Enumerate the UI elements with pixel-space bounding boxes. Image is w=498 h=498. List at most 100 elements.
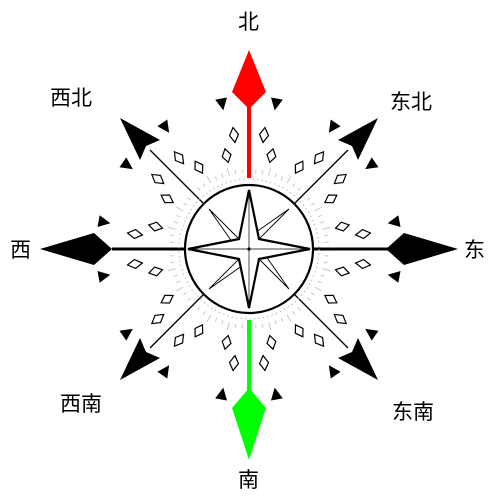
diamond-mark xyxy=(258,126,270,144)
diamond-mark xyxy=(221,334,232,351)
diamond-mark xyxy=(126,258,144,270)
southeast-arrowhead xyxy=(338,338,378,380)
tick-mark xyxy=(314,206,322,212)
diamond-mark xyxy=(323,294,338,304)
tick-mark xyxy=(197,187,201,192)
label-south: 南 xyxy=(238,468,259,492)
diamond-mark xyxy=(258,354,270,372)
outer-tick-ring xyxy=(165,165,333,333)
triangle-marks xyxy=(97,97,401,401)
diamond-mark xyxy=(147,266,164,277)
diamond-mark xyxy=(334,266,351,277)
tick-mark xyxy=(226,167,230,176)
triangle-mark xyxy=(328,365,341,379)
southwest-shaft xyxy=(149,293,205,349)
tick-mark xyxy=(234,323,237,328)
tick-mark xyxy=(310,202,315,206)
tick-mark xyxy=(183,292,188,296)
tick-mark xyxy=(173,221,178,224)
diamond-mark xyxy=(334,221,351,232)
triangle-mark xyxy=(119,328,133,341)
tick-mark xyxy=(202,183,206,188)
diamond-mark xyxy=(194,323,204,338)
tick-mark xyxy=(274,173,277,178)
triangle-mark xyxy=(328,119,341,133)
diamond-mark xyxy=(354,228,372,240)
diamond-mark xyxy=(150,313,165,325)
east-arrowhead xyxy=(386,233,458,265)
diamond-mark xyxy=(354,258,372,270)
west-arrowhead xyxy=(40,233,112,265)
tick-mark xyxy=(234,170,237,175)
tick-mark xyxy=(221,173,224,178)
tick-mark xyxy=(323,261,328,264)
diamond-mark xyxy=(313,150,325,165)
northwest-arrowhead xyxy=(120,118,160,160)
label-southwest: 西南 xyxy=(60,392,102,416)
triangle-mark xyxy=(157,365,170,379)
tick-mark xyxy=(167,226,176,230)
tick-mark xyxy=(187,297,192,301)
tick-mark xyxy=(221,320,224,325)
tick-mark xyxy=(286,314,292,322)
diamond-mark xyxy=(323,194,338,204)
label-northwest: 西北 xyxy=(50,86,92,110)
tick-mark xyxy=(176,286,184,292)
tick-mark xyxy=(323,234,328,237)
north-arrowhead xyxy=(232,50,266,109)
tick-mark xyxy=(214,176,218,181)
diamond-mark xyxy=(221,147,232,164)
tick-mark xyxy=(167,268,176,272)
tick-mark xyxy=(170,234,175,237)
triangle-mark xyxy=(97,215,111,228)
triangle-mark xyxy=(365,157,379,170)
tick-mark xyxy=(183,202,188,206)
diamond-mark xyxy=(228,354,240,372)
tick-mark xyxy=(317,280,322,284)
tick-mark xyxy=(176,214,181,218)
tick-mark xyxy=(197,306,201,311)
tick-mark xyxy=(202,310,206,315)
tick-mark xyxy=(214,317,218,322)
tick-mark xyxy=(173,274,178,277)
diamond-mark xyxy=(266,334,277,351)
diamond-mark xyxy=(333,173,348,185)
triangle-mark xyxy=(97,270,111,283)
outer-dotted-ring xyxy=(178,178,320,320)
diamond-mark xyxy=(294,160,304,175)
triangle-mark xyxy=(270,387,283,401)
diamond-mark xyxy=(147,221,164,232)
diamond-mark xyxy=(266,147,277,164)
tick-mark xyxy=(320,274,325,277)
southwest-arrowhead xyxy=(120,338,160,380)
tick-mark xyxy=(320,221,325,224)
tick-mark xyxy=(317,214,322,218)
triangle-mark xyxy=(215,97,228,111)
northwest-shaft xyxy=(149,149,205,205)
tick-mark xyxy=(187,197,192,201)
northeast-shaft xyxy=(293,149,349,205)
label-west: 西 xyxy=(10,238,31,262)
tick-mark xyxy=(280,176,284,181)
diamond-mark xyxy=(294,323,304,338)
label-east: 东 xyxy=(464,238,485,262)
label-northeast: 东北 xyxy=(390,90,432,114)
tick-mark xyxy=(297,306,301,311)
tick-mark xyxy=(268,322,272,331)
tick-mark xyxy=(306,197,311,201)
tick-mark xyxy=(310,292,315,296)
diamond-mark xyxy=(160,294,175,304)
triangle-mark xyxy=(387,215,401,228)
tick-mark xyxy=(176,206,184,212)
diamond-marks xyxy=(126,126,372,372)
tick-mark xyxy=(306,297,311,301)
diamond-mark xyxy=(173,150,185,165)
tick-mark xyxy=(292,310,296,315)
diamond-mark xyxy=(126,228,144,240)
tick-mark xyxy=(322,268,331,272)
tick-mark xyxy=(286,176,292,184)
tick-mark xyxy=(297,187,301,192)
triangle-mark xyxy=(387,270,401,283)
